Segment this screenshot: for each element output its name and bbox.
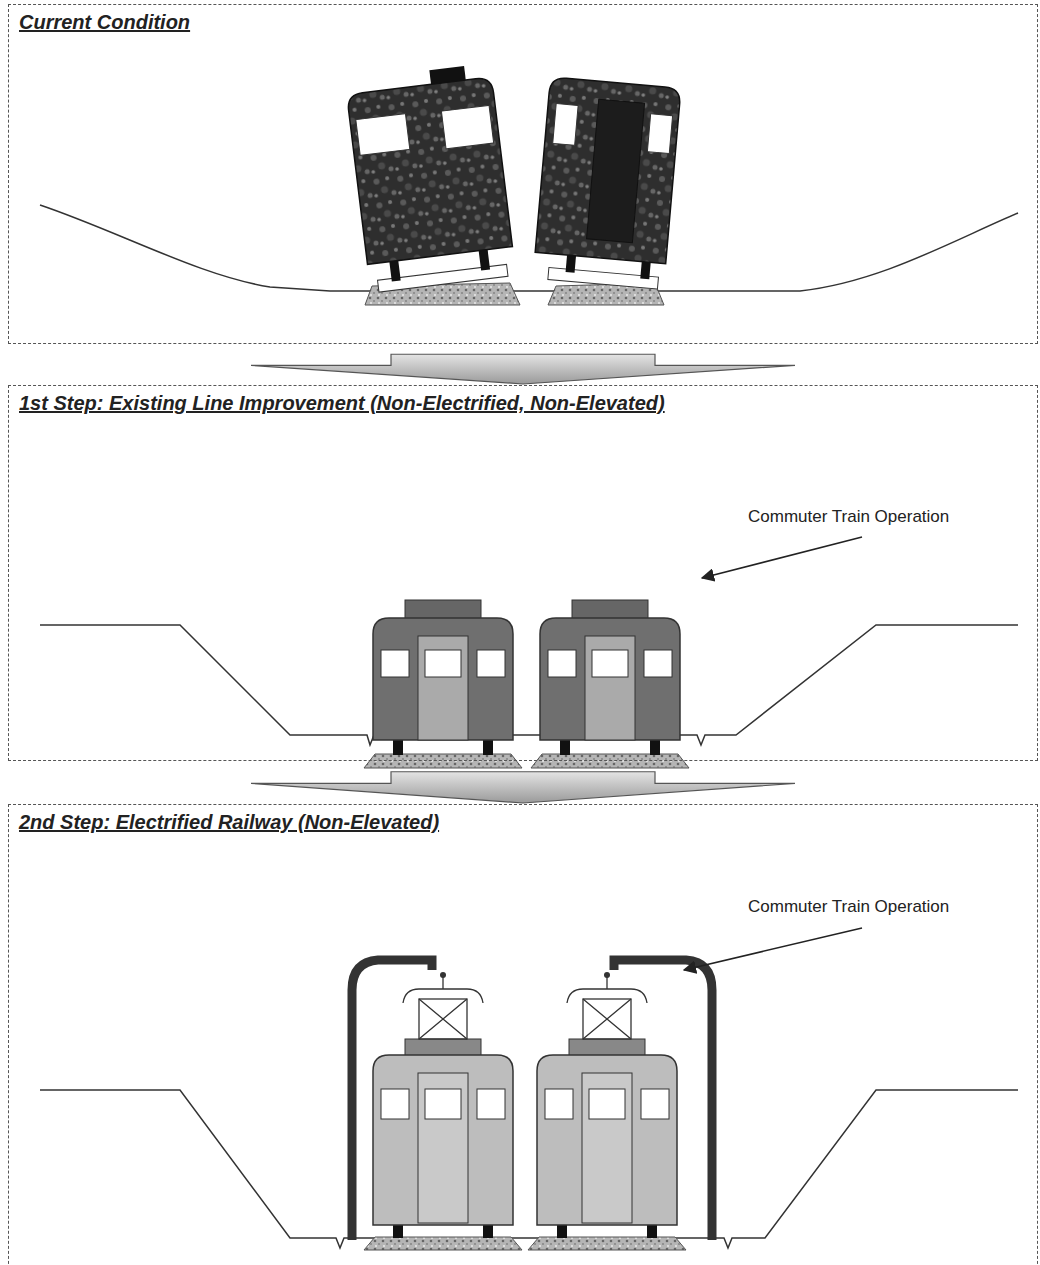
step-panel: 2nd Step: Electrified Railway (Non-Eleva… [8, 804, 1038, 1265]
train [364, 600, 522, 768]
panel-heading: Current Condition [19, 11, 190, 34]
panel-heading: 2nd Step: Electrified Railway (Non-Eleva… [19, 811, 439, 834]
leader-arrow [702, 537, 862, 578]
electric-train [528, 972, 686, 1250]
step-panel: Current Condition [8, 4, 1038, 344]
train [531, 600, 689, 768]
electric-train [364, 972, 522, 1250]
leader-arrow [684, 928, 862, 970]
step-arrow [251, 354, 795, 384]
callout-label: Commuter Train Operation [748, 897, 949, 917]
panel-heading: 1st Step: Existing Line Improvement (Non… [19, 392, 665, 415]
damaged-train [533, 77, 681, 290]
step-arrow [251, 772, 795, 803]
ground-line [40, 205, 1018, 291]
cutting-profile [40, 1090, 1018, 1248]
step-panel: 1st Step: Existing Line Improvement (Non… [8, 385, 1038, 761]
damaged-train [345, 63, 516, 293]
callout-label: Commuter Train Operation [748, 507, 949, 527]
cutting-profile [40, 625, 1018, 745]
